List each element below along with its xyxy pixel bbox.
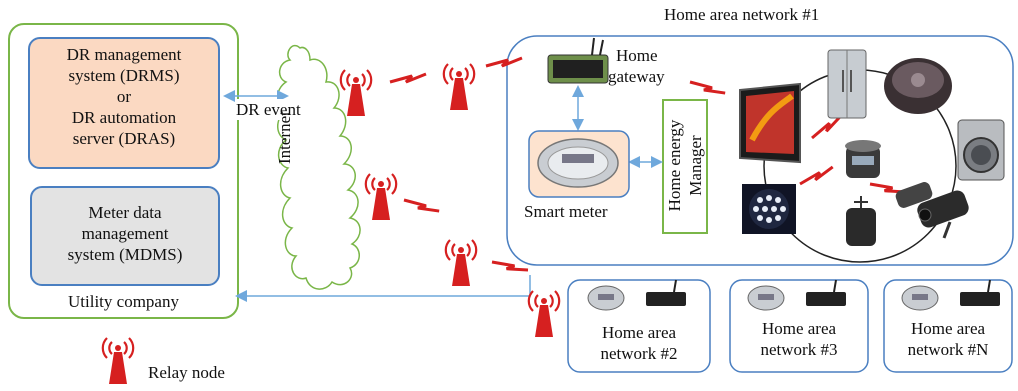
hanN-line: network #N (907, 340, 989, 359)
hem-line: Home energy (665, 119, 684, 212)
relay-node-label: Relay node (148, 363, 225, 382)
relay-legend-icon (101, 336, 135, 386)
refrigerator-icon (827, 49, 867, 119)
hanN-router-icon (960, 279, 1000, 306)
home-gateway-label: Home gateway (608, 45, 665, 87)
tv-icon (739, 82, 801, 164)
han2-router-icon (646, 279, 686, 306)
drms-line: system (DRMS) (68, 66, 180, 85)
drms-line: DR management (66, 45, 182, 64)
home-gateway-icon (547, 37, 609, 84)
han2-label: Home area network #2 (568, 322, 710, 364)
mdms-line: management (81, 224, 169, 243)
wireless-bolt (807, 114, 847, 140)
han3-line: Home area (761, 319, 837, 338)
han3-box (729, 279, 869, 373)
wireless-bolt (388, 72, 428, 84)
drms-line: DR automation (71, 108, 177, 127)
security-camera-icon (895, 182, 969, 239)
relay-tower-1 (339, 68, 373, 118)
robot-vacuum-icon (884, 58, 952, 114)
mdms-line: system (MDMS) (67, 245, 183, 264)
drms-line: or (116, 87, 132, 106)
internet-label: Internet (275, 111, 294, 164)
hem-box (662, 99, 708, 234)
han2-box (567, 279, 711, 373)
hanN-box (883, 279, 1013, 373)
han1-title: Home area network #1 (664, 5, 820, 24)
lamp-icon (742, 184, 796, 234)
wireless-bolt (402, 191, 441, 220)
mdms-line: Meter data (88, 203, 162, 222)
hanN-line: Home area (910, 319, 986, 338)
relay-tower-2 (442, 62, 476, 112)
wireless-bolt (490, 253, 530, 279)
smart-meter-label: Smart meter (524, 202, 608, 221)
drms-line: server (DRAS) (72, 129, 176, 148)
washing-machine-icon (957, 119, 1005, 181)
mdms-box: Meter data management system (MDMS) (30, 186, 220, 286)
han3-line: network #3 (760, 340, 838, 359)
home-gateway-line: gateway (608, 67, 665, 86)
hanN-meter-icon (901, 285, 939, 311)
relay-tower-5 (527, 289, 561, 339)
han3-label: Home area network #3 (730, 318, 868, 360)
smart-plug-icon (846, 196, 876, 246)
utility-company-label: Utility company (68, 292, 179, 311)
hem-label: Home energy Manager (664, 99, 706, 232)
drms-box: DR management system (DRMS) or DR automa… (28, 37, 220, 169)
han2-meter-icon (587, 285, 625, 311)
home-gateway-line: Home (616, 46, 658, 65)
hanN-label: Home area network #N (884, 318, 1012, 360)
rice-cooker-icon (845, 140, 881, 178)
dr-event-label: DR event (236, 99, 301, 120)
wireless-bolt (484, 56, 524, 68)
han1-box (506, 35, 1014, 266)
wireless-bolt (688, 73, 727, 102)
relay-tower-3 (364, 172, 398, 222)
han3-meter-icon (747, 285, 785, 311)
han3-router-icon (806, 279, 846, 306)
han2-line: network #2 (600, 344, 678, 363)
relay-tower-4 (444, 238, 478, 288)
utility-company-box (8, 23, 239, 319)
han2-line: Home area (601, 323, 677, 342)
hem-line: Manager (686, 135, 705, 196)
wireless-bolt (796, 165, 837, 186)
